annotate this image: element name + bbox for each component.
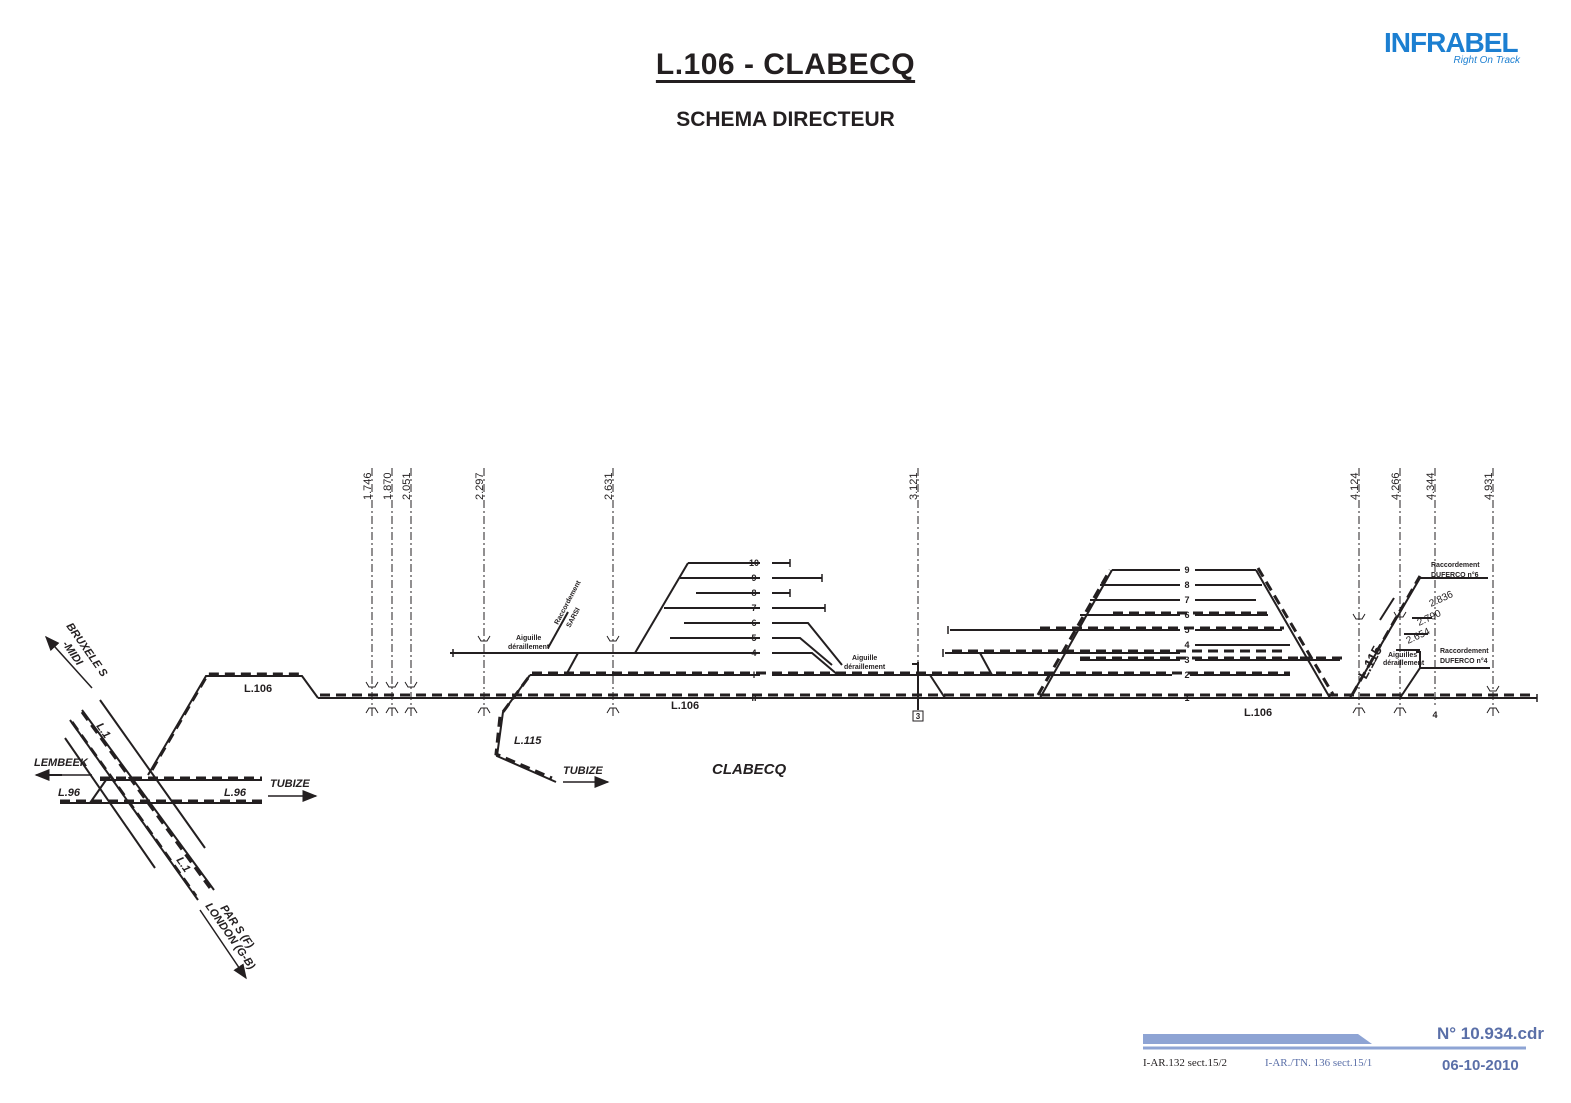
page-subtitle: SCHEMA DIRECTEUR	[676, 108, 895, 131]
track-number: 6	[1184, 610, 1189, 620]
line-label-l96: L.96	[58, 787, 81, 799]
km-label: 1.870	[382, 472, 394, 500]
km-reference-lines	[371, 468, 1494, 716]
direction-lembeek: LEMBEEK	[34, 757, 89, 769]
bridge-symbols	[365, 611, 1500, 714]
track-number: 10	[749, 558, 759, 568]
raccordement-duferco4-name: DUFERCO n°4	[1440, 657, 1488, 665]
raccordement-duferco6-label: Raccordement	[1431, 562, 1480, 569]
arrow-paris	[199, 909, 247, 980]
aiguille-label: déraillement	[1383, 660, 1425, 667]
document-number: N° 10.934.cdr	[1437, 1024, 1544, 1043]
main-tracks	[147, 562, 1537, 783]
km-label: 2.051	[401, 472, 413, 500]
aiguille-label: Aiguilles	[1388, 652, 1417, 659]
line-label-l106: L.106	[244, 683, 272, 695]
km-label: 4.931	[1483, 472, 1495, 500]
track-number: 4	[1184, 640, 1189, 650]
km-label: 2.297	[474, 472, 486, 500]
direction-tubize: TUBIZE	[563, 765, 603, 777]
signal-box-number: 3	[916, 712, 921, 721]
track-number: I	[753, 670, 756, 680]
station-name: CLABECQ	[712, 761, 786, 778]
track-number: 6	[751, 618, 756, 628]
track-number: 4	[751, 648, 756, 658]
km-label: 2.631	[603, 472, 615, 500]
document-date: 06-10-2010	[1442, 1057, 1519, 1074]
footer-ref-1: I-AR.132 sect.15/2	[1143, 1057, 1228, 1069]
km-label: 1.746	[362, 472, 374, 500]
aiguille-label: Aiguille	[852, 655, 877, 662]
dashed-overlay	[150, 567, 1535, 780]
km-label: 3.121	[908, 472, 920, 500]
track-number: II	[751, 693, 756, 703]
track-number: 3	[1184, 655, 1189, 665]
km-label: 4.124	[1349, 472, 1361, 500]
track-number: 7	[1184, 595, 1189, 605]
raccordement-duferco6-name: DUFERCO n°6	[1431, 571, 1479, 579]
track-number: 9	[1184, 565, 1189, 575]
arrow-bruxelles	[44, 635, 93, 689]
connection-km: 2.790	[1416, 608, 1444, 629]
direction-tubize: TUBIZE	[270, 778, 310, 790]
aiguille-label: Aiguille	[516, 635, 541, 642]
logo-tagline: Right On Track	[1453, 55, 1521, 66]
connection-km: 2.836	[1428, 589, 1456, 610]
line-label-l106: L.106	[671, 700, 699, 712]
aiguille-label: déraillement	[508, 644, 550, 651]
track-number: 2	[1184, 670, 1189, 680]
l1-l96-dashed	[60, 711, 262, 897]
buffer-stops	[450, 559, 1538, 702]
line-label-l1: L.1	[94, 721, 113, 741]
km-label: 4.344	[1425, 472, 1437, 500]
raccordement-duferco4-label: Raccordement	[1440, 648, 1489, 655]
track-number: 8	[751, 588, 756, 598]
line-label-l96: L.96	[224, 787, 247, 799]
east-marker-number: 4	[1432, 710, 1437, 720]
connection-km: 2.654	[1405, 626, 1433, 647]
km-label: 4.266	[1390, 472, 1402, 500]
track-number: 5	[1184, 625, 1189, 635]
page-title: L.106 - CLABECQ	[655, 48, 916, 81]
footer-ref-2: I-AR./TN. 136 sect.15/1	[1265, 1057, 1373, 1069]
footer-bar	[1143, 1034, 1372, 1044]
logo-name: INFRABEL	[1384, 27, 1519, 58]
line-label-l115: L.115	[514, 735, 542, 747]
track-number: 7	[751, 603, 756, 613]
track-number: 8	[1184, 580, 1189, 590]
track-number: 9	[751, 573, 756, 583]
track-number: 1	[1184, 693, 1189, 703]
aiguille-label: déraillement	[844, 664, 886, 671]
direction-arrows	[34, 635, 610, 980]
line-label-l106: L.106	[1244, 707, 1272, 719]
infrabel-logo: INFRABEL Right On Track	[1384, 27, 1534, 67]
signal-box-marker	[912, 710, 924, 722]
track-number: 5	[751, 633, 756, 643]
